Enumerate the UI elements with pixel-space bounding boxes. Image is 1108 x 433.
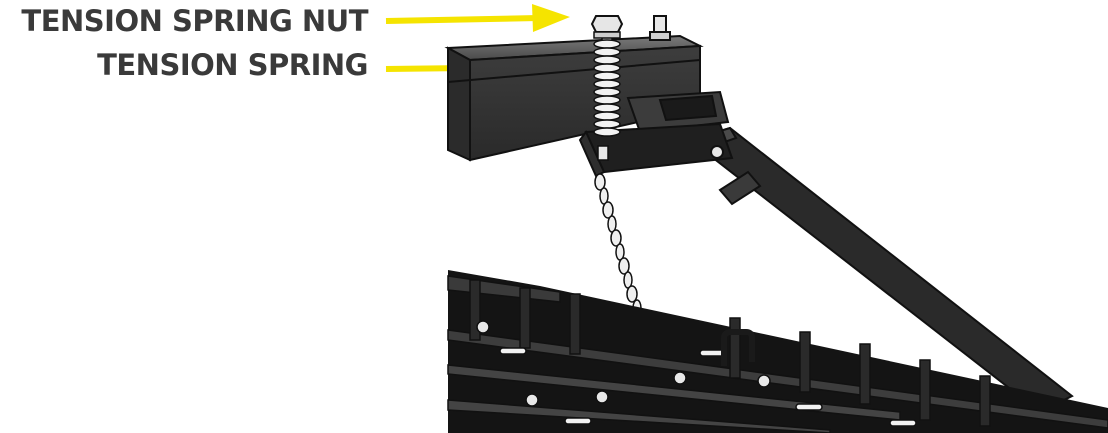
tension-spring	[593, 25, 621, 137]
callout-tension-spring-label: TENSION SPRING	[97, 48, 368, 82]
callout-tension-spring-nut-label: TENSION SPRING NUT	[21, 4, 368, 38]
tension-spring-nut	[590, 15, 624, 39]
hitch-bracket	[578, 90, 734, 178]
arrow-spring-nut	[385, 4, 570, 32]
top-bolt	[649, 15, 671, 41]
harrow-frame	[447, 270, 1108, 433]
upper-beam	[444, 34, 704, 162]
